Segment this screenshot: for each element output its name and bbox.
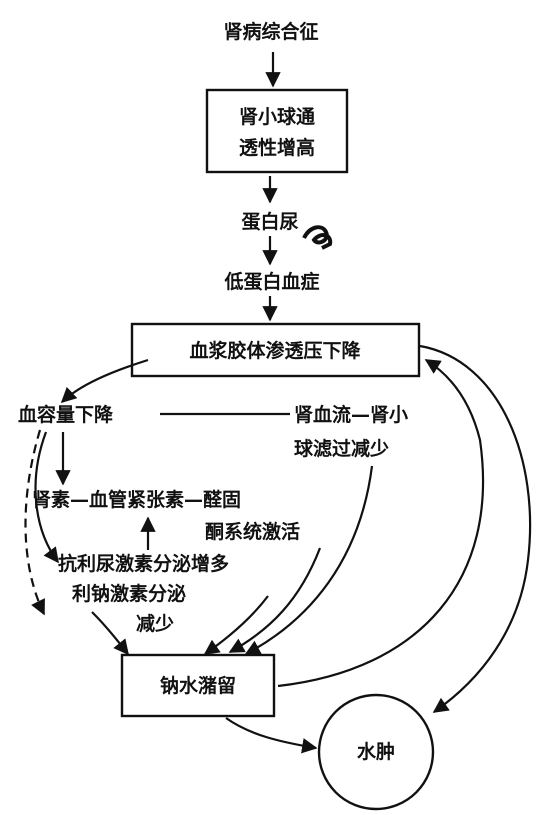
arrow-retention-to-oncotic	[277, 359, 485, 688]
node-natriuretic-line1: 利钠激素分泌	[72, 582, 186, 605]
arrow-gfr-to-retention	[244, 465, 374, 655]
node-edema: 水肿	[357, 740, 395, 763]
node-oncotic-pressure-drop: 血浆胶体渗透压下降	[189, 339, 361, 362]
node-proteinuria: 蛋白尿	[241, 210, 298, 233]
node-hypoalbuminemia: 低蛋白血症	[223, 270, 319, 293]
ink-scribble	[302, 225, 333, 250]
node-glomerular-permeability-line1: 肾小球通	[239, 105, 316, 128]
node-nephrotic-syndrome: 肾病综合征	[223, 20, 318, 43]
arrow-raas-to-retention	[228, 547, 322, 653]
node-adh-increase: 抗利尿激素分泌增多	[58, 552, 229, 575]
node-blood-volume-drop: 血容量下降	[18, 403, 114, 426]
arrow-anp-to-retention	[203, 595, 269, 655]
arrow-oncotic-to-edema	[419, 344, 532, 713]
arrow-adh-to-retention	[91, 611, 129, 656]
arrow-retention-to-edema	[225, 717, 318, 754]
node-renal-blood-flow-line1: 肾血流—肾小	[294, 403, 408, 426]
dashed-arrow-volume-to-retention	[24, 429, 45, 616]
node-renal-blood-flow-line2: 球滤过减少	[294, 437, 389, 460]
sodium-water-retention-box	[120, 653, 276, 718]
node-natriuretic-line2: 减少	[136, 612, 174, 635]
node-raas-line2: 酮系统激活	[205, 520, 300, 543]
glomerular-permeability-box	[205, 88, 349, 174]
arrow-volume-to-adh	[34, 431, 59, 564]
node-raas-line1: 肾素—血管紧张素—醛固	[32, 488, 241, 511]
node-glomerular-permeability-line2: 透性增高	[239, 136, 315, 159]
arrow-oncotic-to-volume	[60, 358, 149, 404]
edema-circle	[317, 693, 435, 811]
plasma-oncotic-pressure-box	[130, 322, 421, 378]
node-sodium-water-retention: 钠水潴留	[160, 674, 236, 697]
